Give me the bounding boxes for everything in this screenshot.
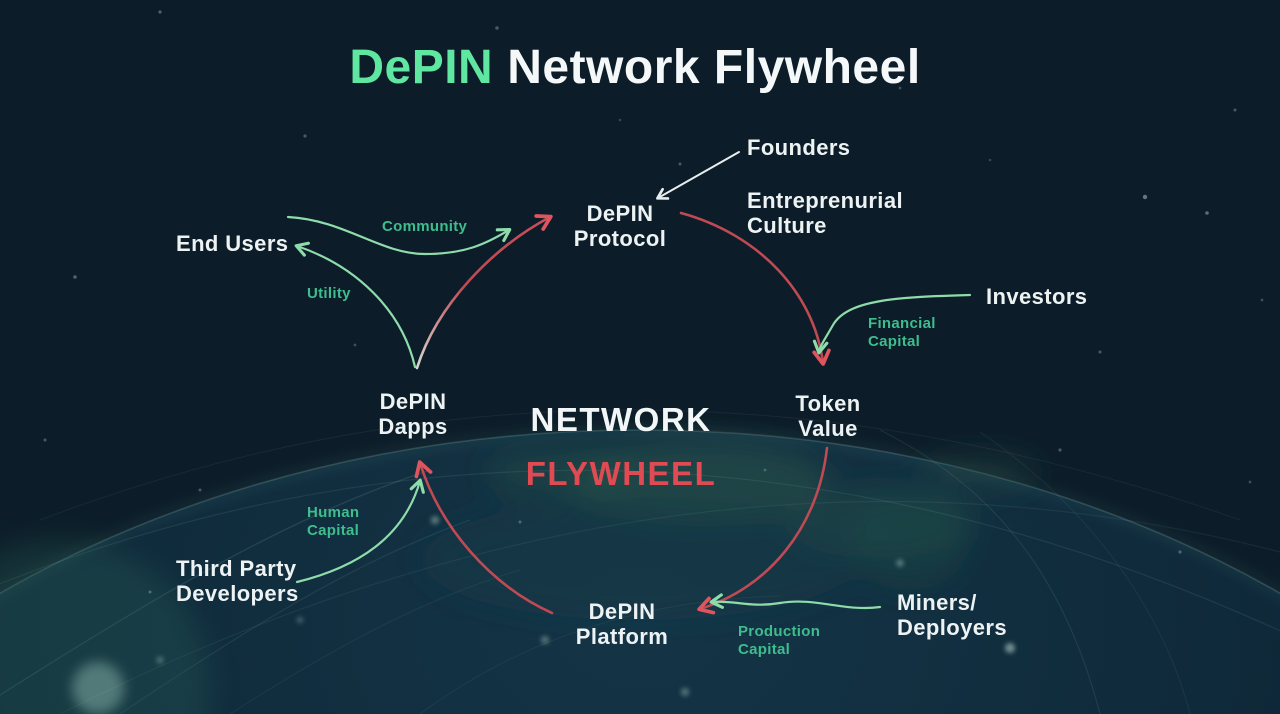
center-label: NETWORK FLYWHEEL <box>526 384 716 510</box>
node-third-party-developers: Third Party Developers <box>176 556 299 606</box>
center-label-flywheel: FLYWHEEL <box>525 455 717 492</box>
edge-label-production-capital: Production Capital <box>738 623 821 658</box>
node-depin-dapps: DePIN Dapps <box>378 389 448 439</box>
node-end-users: End Users <box>176 231 289 256</box>
node-depin-platform: DePIN Platform <box>575 599 669 649</box>
edge-dapps-to-protocol-arrow <box>415 214 553 370</box>
node-depin-protocol: DePIN Protocol <box>573 201 667 251</box>
edge-label-utility: Utility <box>307 285 351 302</box>
node-founders: Founders <box>747 135 851 160</box>
edge-founders-arrow <box>656 151 740 200</box>
node-token-value: Token Value <box>795 391 861 441</box>
title-rest: Network Flywheel <box>507 41 921 94</box>
node-entrepreneurial-culture: Entreprenurial Culture <box>747 188 903 238</box>
edge-label-community: Community <box>382 218 468 235</box>
edge-utility-arrow <box>294 241 417 369</box>
edge-tokenvalue-to-platform-arrow <box>697 446 829 615</box>
center-label-network: NETWORK <box>530 401 712 438</box>
node-miners-deployers: Miners/ Deployers <box>897 590 1007 640</box>
edge-production-capital-arrow <box>709 593 882 610</box>
node-investors: Investors <box>986 284 1088 309</box>
edge-label-financial-capital: Financial Capital <box>868 315 936 350</box>
edge-label-human-capital: Human Capital <box>307 504 360 539</box>
title-highlight: DePIN <box>349 41 494 94</box>
